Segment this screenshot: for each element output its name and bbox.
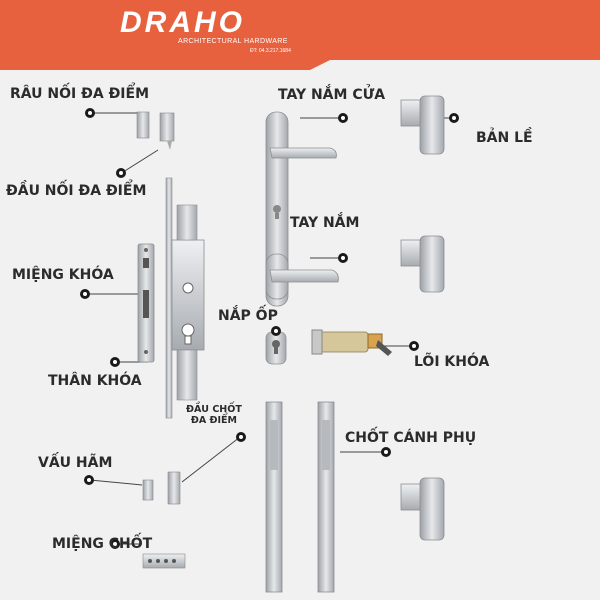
brand-phone: ĐT: 04.3.217.1684 xyxy=(250,48,291,54)
callout-dot xyxy=(85,108,95,118)
callout-dot xyxy=(110,539,120,549)
label-chot-canh-phu: CHỐT CÁNH PHỤ xyxy=(345,430,477,446)
callout-dot xyxy=(236,432,246,442)
label-mieng-khoa: MIỆNG KHÓA xyxy=(12,267,114,283)
callout-dot xyxy=(84,475,94,485)
callout-dot xyxy=(338,253,348,263)
brand-tagline: ARCHITECTURAL HARDWARE xyxy=(178,38,288,45)
callout-dot xyxy=(449,113,459,123)
brand-logo: DRAHO xyxy=(120,6,245,39)
label-ban-le: BẢN LỀ xyxy=(476,130,533,146)
label-loi-khoa: LÕI KHÓA xyxy=(414,354,490,370)
label-nap-op: NẮP ỐP xyxy=(218,308,278,324)
label-dau-chot-line1: ĐẦU CHỐT xyxy=(186,404,242,415)
label-vau-ham: VẤU HÃM xyxy=(38,455,113,471)
callout-dot xyxy=(381,447,391,457)
callout-dot xyxy=(80,289,90,299)
label-rau-noi-da-diem: RÂU NỐI ĐA ĐIỂM xyxy=(10,86,150,102)
callout-dot xyxy=(338,113,348,123)
header-banner xyxy=(0,0,600,70)
label-dau-noi-da-diem: ĐẦU NỐI ĐA ĐIỂM xyxy=(6,183,147,199)
label-tay-nam-cua: TAY NẮM CỬA xyxy=(278,87,386,103)
callout-dot xyxy=(110,357,120,367)
callout-dot xyxy=(409,341,419,351)
label-mieng-chot: MIỆNG CHỐT xyxy=(52,536,153,552)
callout-dot xyxy=(271,326,281,336)
callout-dot xyxy=(116,168,126,178)
label-than-khoa: THÂN KHÓA xyxy=(48,373,142,389)
label-dau-chot-da-diem: ĐẦU CHỐT ĐA ĐIỂM xyxy=(186,404,242,426)
label-dau-chot-line2: ĐA ĐIỂM xyxy=(190,415,237,426)
label-tay-nam: TAY NẮM xyxy=(290,215,360,231)
